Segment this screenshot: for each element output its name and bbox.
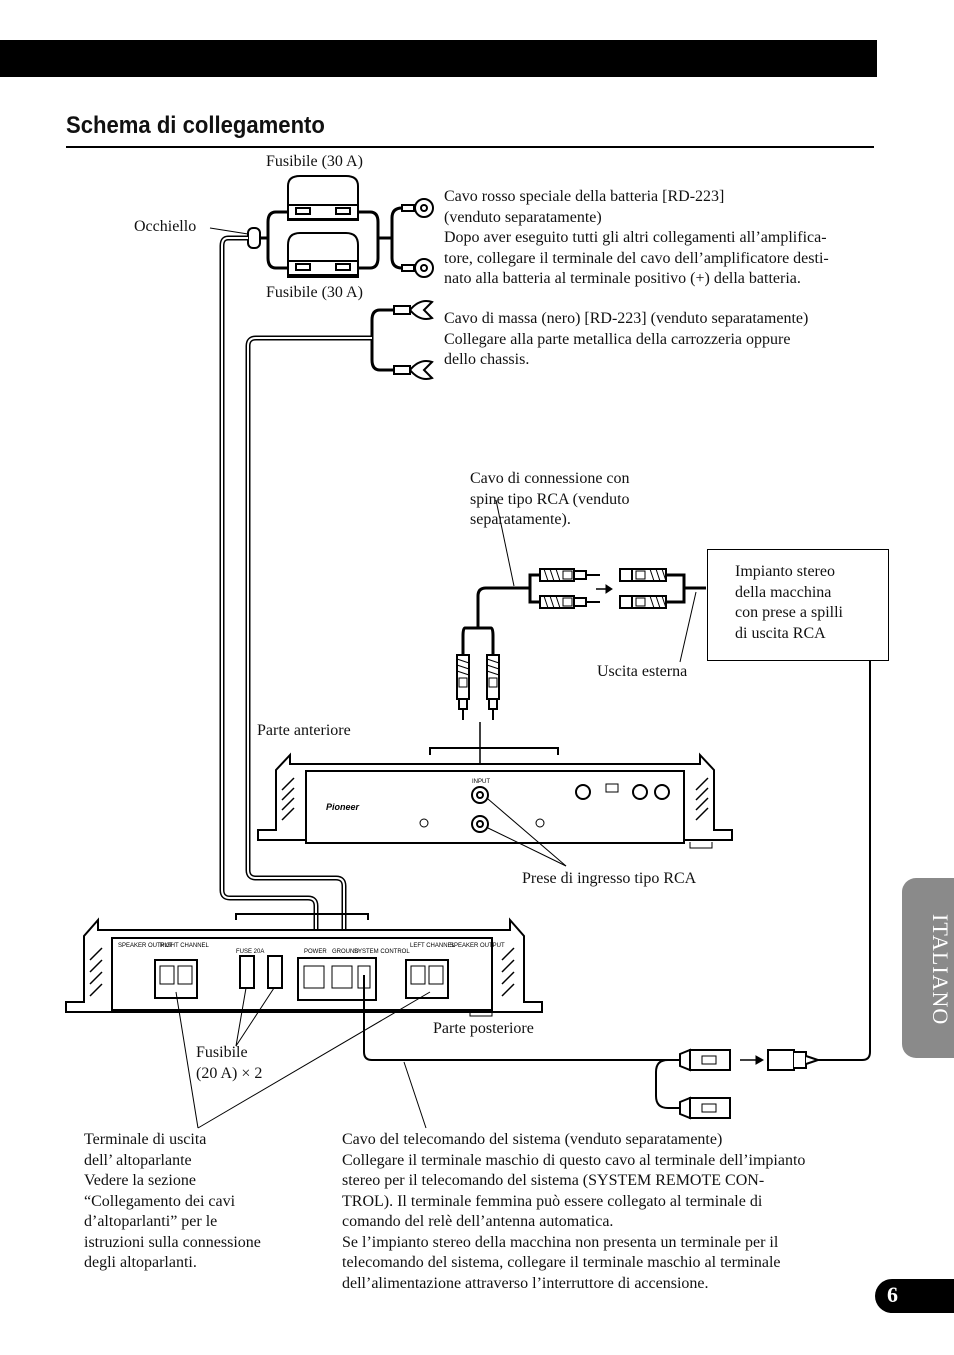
language-tab-label: ITALIANO bbox=[928, 914, 953, 1026]
rear-left-channel: LEFT CHANNEL bbox=[410, 943, 456, 949]
remote-cable-text: Cavo del telecomando del sistema (vendut… bbox=[342, 1131, 806, 1292]
title-rule bbox=[66, 146, 874, 148]
label-fuse-20a: Fusibile (20 A) × 2 bbox=[196, 1044, 263, 1082]
stereo-box-text: Impianto stereo della macchina con prese… bbox=[735, 563, 843, 642]
rear-speaker-output-left: SPEAKER OUTPUT bbox=[450, 943, 505, 949]
label-front: Parte anteriore bbox=[257, 722, 351, 739]
fuse-30a-bottom bbox=[287, 232, 359, 278]
rca-plug-top-left bbox=[539, 568, 600, 582]
front-input-label: INPUT bbox=[472, 779, 490, 785]
page-number-badge: 6 bbox=[875, 1279, 954, 1313]
label-external-output: Uscita esterna bbox=[597, 663, 688, 680]
language-tab bbox=[902, 878, 954, 1058]
rca-cable-text: Cavo di connessione con spine tipo RCA (… bbox=[470, 470, 630, 528]
rear-fuse-label-1: FUSE 20A bbox=[236, 949, 264, 955]
rear-system-control-label: SYSTEM CONTROL bbox=[354, 949, 410, 955]
rca-plug-bottom-left bbox=[539, 595, 600, 609]
page-title: Schema di collegamento bbox=[66, 112, 325, 139]
fuse-30a-top bbox=[287, 175, 359, 221]
label-fuse-30a-bottom: Fusibile (30 A) bbox=[266, 284, 363, 301]
battery-cable-text: Cavo rosso speciale della batteria [RD-2… bbox=[444, 188, 829, 287]
page-number: 6 bbox=[887, 1282, 898, 1307]
front-brand-logo: Pioneer bbox=[326, 802, 360, 812]
rca-plug-vertical-right bbox=[486, 654, 500, 720]
rca-plug-bottom-right bbox=[619, 595, 667, 609]
remote-plug-male-top bbox=[679, 1048, 731, 1072]
rca-plug-vertical-left bbox=[456, 654, 470, 720]
header-bar bbox=[0, 40, 877, 77]
rear-speaker-output-right: SPEAKER OUTPUT bbox=[118, 943, 173, 949]
rca-plug-top-right bbox=[619, 568, 667, 582]
amplifier-front-drawing bbox=[257, 747, 733, 849]
rear-power-label: POWER bbox=[304, 949, 327, 955]
label-rca-inputs: Prese di ingresso tipo RCA bbox=[522, 870, 697, 887]
label-rear: Parte posteriore bbox=[433, 1020, 534, 1037]
car-stereo-box bbox=[707, 549, 889, 661]
amplifier-rear-drawing bbox=[65, 913, 543, 1017]
label-fuse-30a-top: Fusibile (30 A) bbox=[266, 153, 363, 170]
speaker-terminal-text: Terminale di uscita dell’ altoparlante V… bbox=[84, 1131, 261, 1271]
remote-plug-male-bottom bbox=[679, 1096, 731, 1120]
label-eyelet: Occhiello bbox=[134, 218, 197, 235]
remote-plug-female bbox=[767, 1049, 822, 1071]
rear-right-channel: RIGHT CHANNEL bbox=[160, 943, 210, 949]
rear-ground-label: GROUND bbox=[332, 949, 359, 955]
ground-cable-text: Cavo di massa (nero) [RD-223] (venduto s… bbox=[444, 310, 809, 368]
